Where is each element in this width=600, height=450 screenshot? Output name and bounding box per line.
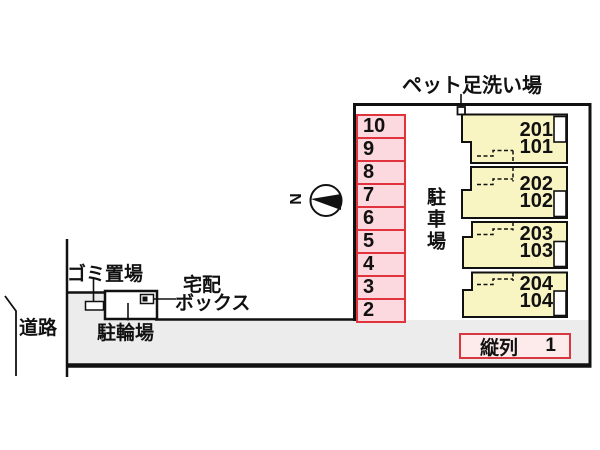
stall-number: 9 [363, 138, 375, 160]
entrance-dashed-paths [477, 149, 514, 286]
delivery-box-label-line1: 宅配 [183, 275, 222, 296]
pet-wash-label: ペット足洗い場 [402, 75, 542, 97]
bicycle-parking-enclosure [103, 289, 159, 321]
stall-number: 3 [363, 276, 375, 298]
garbage-area-marker [84, 300, 105, 311]
delivery-box-inner-square [142, 296, 148, 302]
compass-north-label: N [287, 193, 305, 205]
unit-203-103-outline [462, 221, 568, 269]
entrance-path-unit4 [477, 278, 513, 286]
compass [309, 184, 343, 217]
unit-upper-number: 201 [519, 119, 553, 141]
unit-204-104-outline [462, 271, 568, 318]
stall-number: 7 [363, 184, 375, 206]
unit-numbers-2: 202 102 [500, 173, 553, 212]
unit-lower-number: 102 [519, 190, 553, 212]
tandem-label: 縦列 [480, 337, 519, 359]
compass-needle-icon [311, 194, 341, 210]
unit-numbers-3: 203 103 [500, 223, 553, 262]
parking-stall-column [356, 114, 406, 323]
stall-number: 5 [363, 230, 375, 252]
stall-number: 2 [363, 299, 375, 321]
garbage-label: ゴミ置場 [67, 264, 144, 285]
stall-number: 10 [363, 115, 386, 137]
road-label: 道路 [19, 318, 58, 339]
entrance-path-unit2 [477, 178, 513, 186]
tandem-number: 1 [545, 335, 556, 356]
unit-upper-number: 203 [519, 223, 553, 245]
road-boundary-line [4, 295, 17, 376]
balcony [553, 115, 567, 143]
unit-lower-number: 104 [519, 290, 553, 312]
entrance-path-unit1 [477, 149, 513, 157]
unit-lower-number: 101 [519, 136, 553, 158]
balcony [553, 240, 567, 268]
parking-lot-label: 駐車場 [424, 187, 445, 253]
bicycle-parking-label: 駐輪場 [97, 323, 155, 344]
building-units [461, 113, 568, 318]
tandem-parking-box: 縦列 1 [459, 333, 571, 359]
delivery-box-label-line2: ボックス [175, 293, 251, 314]
unit-lower-number: 103 [519, 240, 553, 262]
unit-201-101-outline [461, 113, 568, 164]
unit-upper-number: 204 [519, 273, 553, 295]
balcony [553, 290, 567, 317]
parking-stall [356, 298, 406, 323]
unit-upper-number: 202 [519, 173, 553, 195]
stall-number: 8 [363, 161, 375, 183]
entrance-path-unit3 [477, 228, 513, 236]
balcony [553, 190, 567, 218]
unit-202-102-outline [461, 166, 568, 219]
stall-number: 6 [363, 207, 375, 229]
unit-numbers-1: 201 101 [500, 119, 553, 158]
stall-number: 4 [363, 253, 375, 275]
unit-numbers-4: 204 104 [500, 273, 553, 312]
pet-wash-marker [456, 106, 466, 116]
